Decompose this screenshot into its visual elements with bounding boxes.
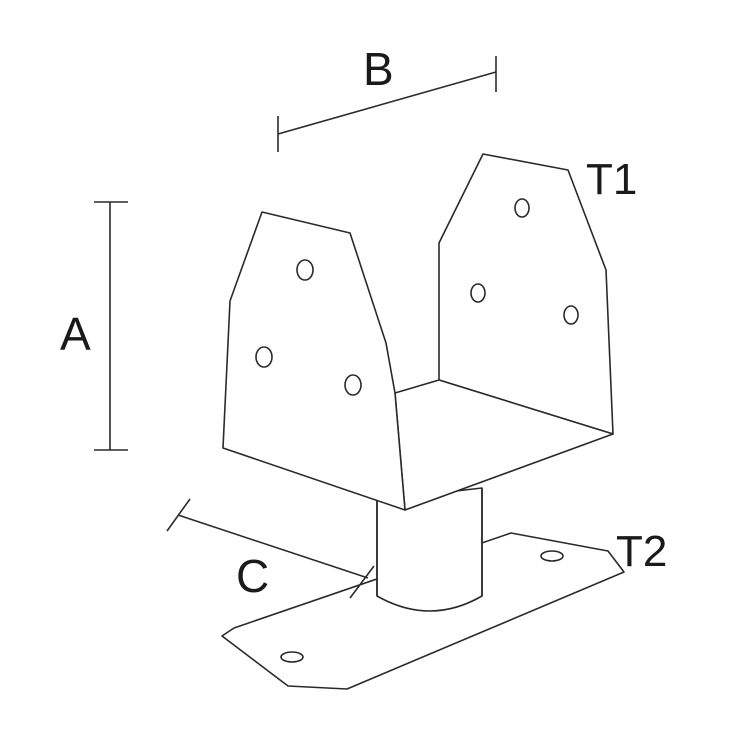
back-plate xyxy=(438,153,614,435)
dimension-c-label: C xyxy=(236,550,269,602)
dimension-c-tick-left xyxy=(166,498,191,532)
label-t1: T1 xyxy=(586,155,637,204)
back-plate-hole-left xyxy=(470,283,486,303)
label-t2: T2 xyxy=(616,527,667,576)
dimension-c-line xyxy=(177,514,369,579)
dimension-a: A xyxy=(60,201,128,451)
post-tube-body xyxy=(376,487,483,612)
dimension-b-line xyxy=(277,71,497,135)
front-plate-hole-top xyxy=(296,259,314,281)
front-plate-hole-left xyxy=(255,346,273,368)
front-plate-outline xyxy=(222,211,406,511)
dimension-b: B xyxy=(277,43,497,152)
front-plate-hole-right xyxy=(344,374,362,396)
dimension-b-label: B xyxy=(363,43,394,95)
post-tube xyxy=(376,487,483,612)
front-plate xyxy=(222,211,406,511)
base-plate-hole-left xyxy=(280,651,304,663)
back-plate-hole-top xyxy=(514,198,530,218)
base-plate-hole-right xyxy=(540,550,564,562)
dimension-c: C xyxy=(166,498,375,602)
dimension-c-tick-right xyxy=(349,565,375,599)
back-plate-hole-right xyxy=(563,305,579,325)
dimension-a-label: A xyxy=(60,308,91,360)
